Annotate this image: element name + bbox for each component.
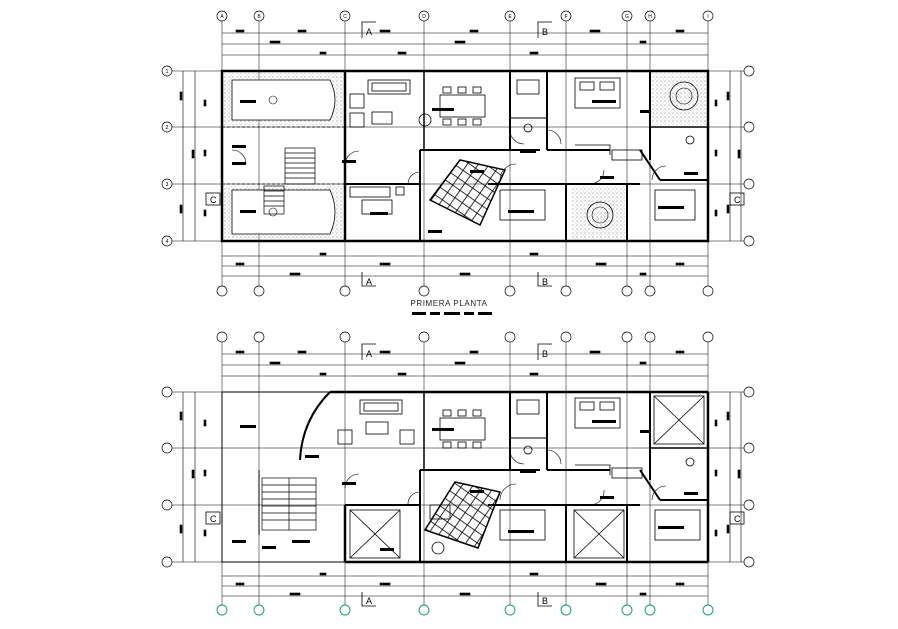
section-a-lower-top: A	[366, 349, 372, 359]
axis-label-4-left: 4	[166, 239, 169, 245]
axis-label-g-top: G	[625, 14, 629, 20]
section-b-bottom: B	[542, 277, 548, 287]
axis-label-1-left: 1	[166, 69, 169, 75]
upper-tiled-hall	[428, 159, 507, 227]
section-a-top: A	[366, 27, 372, 37]
lower-dimension-strips	[179, 350, 742, 597]
upper-furniture	[349, 77, 696, 221]
upper-side-axis-bubbles	[161, 65, 755, 247]
upper-axis-lines	[172, 18, 750, 287]
upper-plan	[161, 10, 755, 297]
axis-label-b-top: B	[257, 14, 261, 20]
axis-label-a-top: A	[220, 14, 224, 20]
lower-door-swings	[344, 449, 667, 506]
side-c-left-upper: C	[210, 195, 217, 205]
axis-label-d-top: D	[422, 14, 426, 20]
lower-label-marks	[232, 420, 698, 551]
lower-staircase	[261, 477, 317, 531]
lower-side-axis-bubbles	[161, 386, 755, 568]
upper-bottom-axis-bubbles	[216, 285, 714, 297]
upper-staircase	[263, 147, 316, 215]
section-b-top: B	[542, 27, 548, 37]
upper-label-marks	[232, 100, 698, 233]
lower-plan	[161, 331, 755, 616]
lower-furniture	[337, 397, 701, 555]
side-c-left-lower: C	[210, 514, 217, 524]
section-b-lower-bottom: B	[542, 596, 548, 606]
lower-bottom-axis-bubbles	[216, 604, 714, 616]
axis-label-c-top: C	[343, 14, 347, 20]
upper-section-markers	[205, 21, 745, 287]
section-letter-labels: A B A B A B A B C C C C	[210, 27, 741, 606]
lower-tiled-hall	[423, 481, 502, 549]
axis-label-e-top: E	[508, 14, 512, 20]
section-a-bottom: A	[366, 277, 372, 287]
upper-top-axis-bubbles	[216, 10, 714, 22]
axis-letter-labels: A B C D E F G H I 1 2 3 4	[166, 14, 709, 245]
axis-label-f-top: F	[564, 14, 567, 20]
section-b-lower-top: B	[542, 349, 548, 359]
lower-void-boxes	[349, 395, 705, 559]
lower-section-markers	[205, 343, 745, 607]
side-c-right-lower: C	[734, 514, 741, 524]
axis-label-h-top: H	[648, 14, 652, 20]
plan-title: PRIMERA PLANTA	[410, 299, 488, 308]
section-a-lower-bottom: A	[366, 596, 372, 606]
axis-label-2-left: 2	[166, 125, 169, 131]
side-c-right-upper: C	[734, 195, 741, 205]
caption-underline	[412, 312, 492, 315]
upper-dimension-strips	[179, 29, 742, 277]
lower-walls	[221, 390, 710, 564]
axis-label-i-top: I	[707, 14, 708, 20]
lower-top-axis-bubbles	[216, 331, 714, 343]
axis-label-3-left: 3	[166, 182, 169, 188]
upper-walls	[220, 69, 710, 243]
